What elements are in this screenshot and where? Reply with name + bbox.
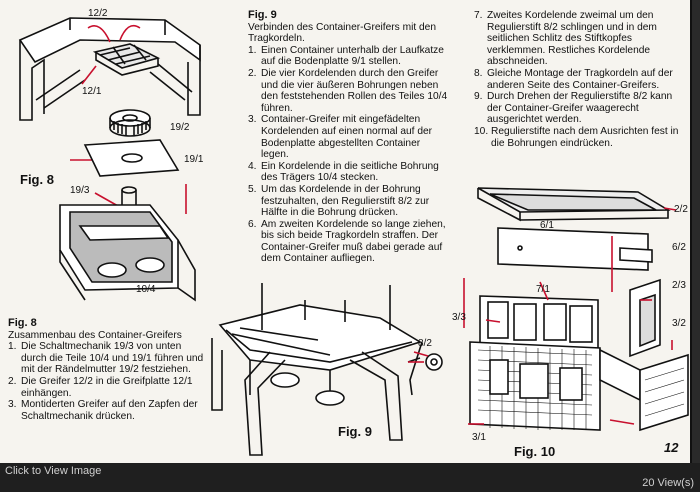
- fig9-red-arrows: [408, 351, 429, 363]
- fig9-gripper-illustration: [211, 283, 443, 456]
- manual-page: 12/2 12/1 19/2 19/1 19/3 10/4 Fig. 8 Fig…: [0, 0, 692, 463]
- list-item: 3.Container-Greifer mit eingefädelten Ko…: [248, 114, 433, 161]
- knurled-nut-illustration: [109, 109, 151, 137]
- fig8-caption: Fig. 8: [20, 172, 54, 187]
- label-12-2: 12/2: [88, 8, 108, 19]
- label-12-1: 12/1: [82, 86, 102, 97]
- view-count: 20 View(s): [642, 477, 694, 489]
- fig9-caption: Fig. 9: [338, 424, 372, 439]
- fig9-instructions-col1: Fig. 9 Verbinden des Container-Greifers …: [248, 9, 448, 265]
- fig9-instructions-col2: 7.Zweites Kordelende zweimal um den Regu…: [474, 10, 686, 149]
- list-item: 1.Die Schaltmechanik 19/3 von unten durc…: [8, 341, 204, 376]
- list-item: 1.Einen Container unterhalb der Laufkatz…: [248, 44, 444, 68]
- fig9-text-title: Fig. 9: [248, 9, 277, 21]
- list-item: 8.Gleiche Montage der Tragkordeln auf de…: [474, 67, 673, 91]
- list-item: 3.Montiderten Greifer auf den Zapfen der…: [8, 399, 198, 422]
- viewer-footer: Click to View Image 20 View(s): [0, 463, 700, 492]
- label-6-1: 6/1: [540, 220, 554, 231]
- list-item: 9.Durch Drehen der Regulierstifte 8/2 ka…: [474, 91, 673, 126]
- illustrations: [18, 17, 689, 456]
- label-19-2: 19/2: [170, 122, 190, 133]
- fig10-red-arrows: [463, 207, 677, 425]
- label-3-1: 3/1: [472, 432, 486, 443]
- fig9-text-subtitle: Verbinden des Container-Greifers mit den…: [248, 21, 437, 45]
- label-3-2: 3/2: [672, 318, 686, 329]
- fig10-building-illustration: [469, 187, 689, 432]
- list-item: 2.Die Greifer 12/2 in die Greifplatte 12…: [8, 375, 193, 399]
- label-19-3: 19/3: [70, 185, 90, 196]
- mechanism-illustration: [59, 186, 196, 302]
- list-item: 6.Am zweiten Kordelende so lange ziehen,…: [248, 218, 446, 265]
- list-item: 5.Um das Kordelende in der Bohrung festz…: [248, 183, 430, 219]
- click-to-view-link[interactable]: Click to View Image: [5, 465, 102, 477]
- label-8-2: 8/2: [418, 338, 432, 349]
- label-6-2: 6/2: [672, 242, 686, 253]
- list-item: 2.Die vier Kordelenden durch den Greifer…: [248, 67, 448, 114]
- list-item: 10.Regulierstifte nach dem Ausrichten fe…: [474, 125, 679, 149]
- fig8-text-subtitle: Zusammenbau des Container-Greifers: [8, 329, 182, 341]
- page-number: 12: [664, 440, 679, 455]
- fig8-text-title: Fig. 8: [8, 317, 37, 329]
- label-19-1: 19/1: [184, 154, 204, 165]
- list-item: 7.Zweites Kordelende zweimal um den Regu…: [474, 10, 657, 68]
- label-10-4: 10/4: [136, 284, 156, 295]
- fig10-caption: Fig. 10: [514, 444, 556, 459]
- label-3-3: 3/3: [452, 312, 466, 323]
- list-item: 4.Ein Kordelende in die seitliche Bohrun…: [248, 160, 439, 184]
- fig8-instructions: Fig. 8 Zusammenbau des Container-Greifer…: [8, 317, 204, 422]
- label-2-2: 2/2: [674, 204, 688, 215]
- plate-illustration: [83, 139, 180, 177]
- fig8-gripper-illustration: [18, 17, 201, 121]
- label-2-3: 2/3: [672, 280, 686, 291]
- label-7-1: 7/1: [536, 284, 550, 295]
